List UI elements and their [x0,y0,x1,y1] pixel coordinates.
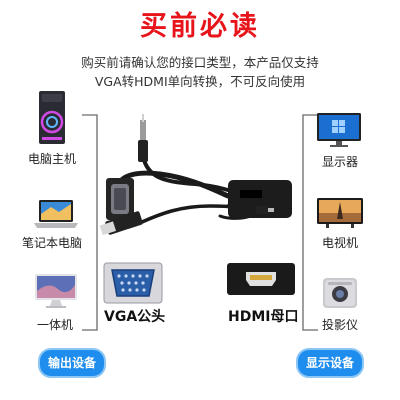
vga-port-label: VGA公头 [104,309,166,325]
device-label-monitor: 显示器 [322,155,359,169]
hdmi-port-icon [227,263,295,295]
page-title: 买前必读 [140,11,260,42]
projector-icon [323,278,357,308]
laptop-icon [34,200,78,228]
monitor-icon [317,113,361,147]
device-label-laptop: 笔记本电脑 [22,236,83,250]
device-label-all-in-one: 一体机 [37,318,74,332]
vga-port-icon [103,262,163,304]
notice-line-2: VGA转HDMI单向转换，不可反向使用 [94,74,306,89]
display-devices-badge: 显示设备 [296,348,364,378]
hdmi-port-label: HDMI母口 [228,309,299,325]
desktop-tower-icon [39,91,65,144]
notice-line-1: 购买前请确认您的接口类型，本产品仅支持 [81,55,319,70]
all-in-one-pc-icon [35,274,77,308]
output-devices-badge: 输出设备 [38,348,106,378]
adapter-cable-image [100,114,292,236]
device-label-projector: 投影仪 [322,318,359,332]
device-label-tv: 电视机 [322,236,359,250]
tv-icon [317,198,363,228]
device-label-desktop: 电脑主机 [28,152,77,166]
